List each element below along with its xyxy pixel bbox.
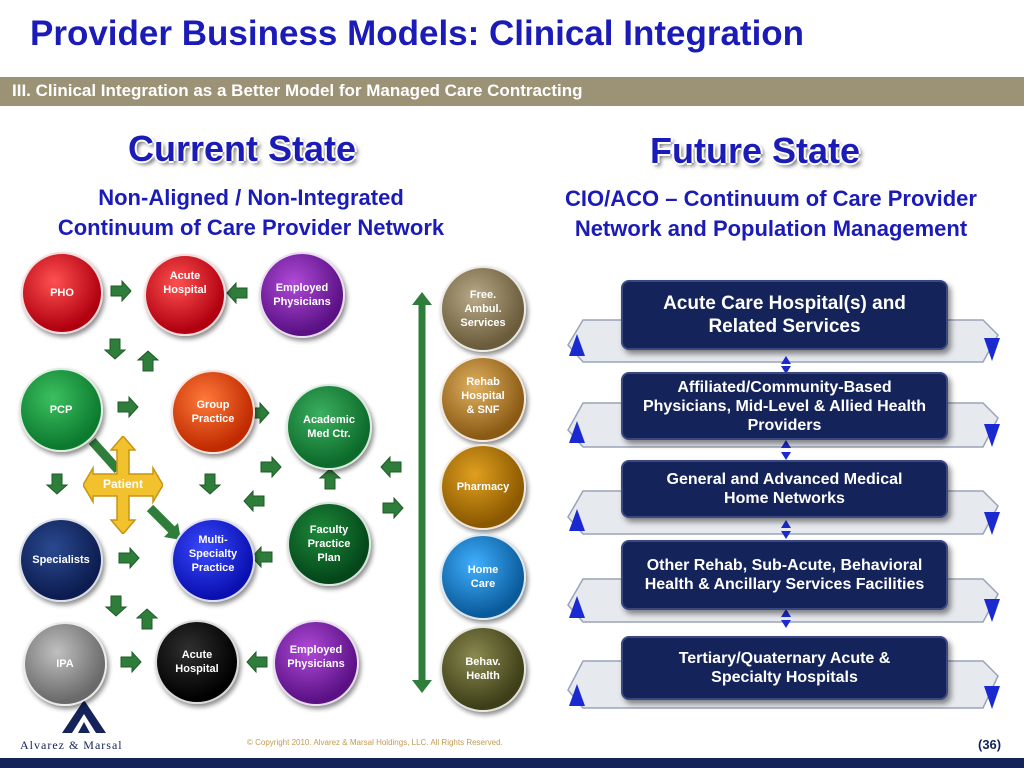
future-level-4-box: Other Rehab, Sub-Acute, Behavioral Healt…: [621, 540, 948, 610]
multi-specialty-practice-label: Multi-Specialty Practice: [188, 534, 238, 574]
arrow-down-icon: [199, 473, 221, 495]
future-level-1-label: Acute Care Hospital(s) and Related Servi…: [663, 293, 906, 337]
academic-med-ctr-label: Academic Med Ctr.: [303, 414, 355, 440]
faculty-practice-plan-label: Faculty Practice Plan: [307, 524, 351, 564]
pcp-label: PCP: [49, 404, 73, 416]
copyright-text: © Copyright 2010. Alvarez & Marsal Holdi…: [247, 738, 503, 747]
arrow-down-icon: [104, 338, 126, 360]
future-level-5-label: Tertiary/Quaternary Acute & Specialty Ho…: [678, 650, 891, 686]
ipa-label: IPA: [56, 658, 74, 670]
employed-physicians-label: Employed Physicians: [273, 282, 331, 308]
behav-health-node: Behav. Health: [440, 626, 526, 712]
arrow-right-icon: [118, 547, 140, 569]
current-state-heading: Current State: [128, 128, 357, 169]
arrow-left-icon: [251, 546, 273, 568]
patient-label: Patient: [102, 477, 143, 491]
multi-specialty-practice-node: Multi-Specialty Practice: [171, 518, 255, 602]
page-number: (36): [978, 737, 1002, 752]
page-title: Provider Business Models: Clinical Integ…: [30, 14, 805, 53]
patient-star-icon: [83, 436, 163, 534]
future-level-3-box: General and Advanced Medical Home Networ…: [621, 460, 948, 518]
free-ambul-services-node: Free. Ambul. Services: [440, 266, 526, 352]
patient-node: Patient: [83, 436, 163, 534]
current-subtitle-line2: Continuum of Care Provider Network: [57, 215, 445, 240]
future-level-2-box: Affiliated/Community-Based Physicians, M…: [621, 372, 948, 440]
arrow-down-icon: [46, 473, 68, 495]
future-level-3-label: General and Advanced Medical Home Networ…: [666, 471, 903, 507]
rehab-hospital-snf-label: Rehab Hospital & SNF: [461, 376, 505, 416]
pho-node: PHO: [21, 252, 103, 334]
academic-med-ctr-node: Academic Med Ctr.: [286, 384, 372, 470]
future-level-5-box: Tertiary/Quaternary Acute & Specialty Ho…: [621, 636, 948, 700]
future-state-heading: Future State: [650, 130, 861, 171]
arrow-right-icon: [120, 651, 142, 673]
future-subtitle-line2: Network and Population Management: [574, 216, 968, 241]
arrow-left-icon: [226, 282, 248, 304]
pcp-node: PCP: [19, 368, 103, 452]
free-ambul-services-label: Free. Ambul. Services: [460, 289, 506, 329]
section-band: III. Clinical Integration as a Better Mo…: [0, 77, 1024, 106]
current-subtitle-line1: Non-Aligned / Non-Integrated: [98, 185, 404, 210]
faculty-practice-plan-node: Faculty Practice Plan: [287, 502, 371, 586]
current-state-subtitle: Non-Aligned / Non-Integrated Continuum o…: [20, 183, 482, 243]
arrow-left-icon: [246, 651, 268, 673]
future-state-subtitle: CIO/ACO – Continuum of Care Provider Net…: [522, 184, 1020, 244]
specialists-label: Specialists: [32, 554, 90, 566]
arrow-up-icon: [319, 468, 341, 490]
arrow-down-icon: [105, 595, 127, 617]
future-level-2-label: Affiliated/Community-Based Physicians, M…: [642, 378, 927, 434]
acute-hospital-node-bottom: Acute Hospital: [155, 620, 239, 704]
footer-bar: [0, 758, 1024, 768]
group-practice-label: Group Practice: [191, 399, 235, 425]
arrow-right-icon: [260, 456, 282, 478]
future-level-4-label: Other Rehab, Sub-Acute, Behavioral Healt…: [644, 557, 925, 593]
rehab-hospital-snf-node: Rehab Hospital & SNF: [440, 356, 526, 442]
home-care-label: Home Care: [467, 564, 499, 590]
arrow-left-icon: [243, 490, 265, 512]
section-subtitle: III. Clinical Integration as a Better Mo…: [12, 81, 583, 100]
acute-hospital-node-top: Acute Hospital: [144, 254, 226, 336]
pharmacy-label: Pharmacy: [456, 481, 510, 493]
behav-health-label: Behav. Health: [465, 656, 501, 682]
alvarez-marsal-logo-icon: [62, 700, 106, 733]
home-care-node: Home Care: [440, 534, 526, 620]
group-practice-node: Group Practice: [171, 370, 255, 454]
arrow-up-icon: [137, 350, 159, 372]
arrow-right-icon: [110, 280, 132, 302]
arrow-right-icon: [117, 396, 139, 418]
pho-label: PHO: [50, 287, 74, 299]
future-subtitle-line1: CIO/ACO – Continuum of Care Provider: [565, 186, 977, 211]
arrow-right-icon: [382, 497, 404, 519]
blue-arrows: [569, 334, 1000, 709]
arrow-left-icon: [380, 456, 402, 478]
future-level-1-box: Acute Care Hospital(s) and Related Servi…: [621, 280, 948, 350]
employed-physicians-bottom-label: Employed Physicians: [287, 644, 345, 670]
employed-physicians-node-top: Employed Physicians: [259, 252, 345, 338]
employed-physicians-node-bottom: Employed Physicians: [273, 620, 359, 706]
specialists-node: Specialists: [19, 518, 103, 602]
company-logo-text: Alvarez & Marsal: [20, 738, 123, 752]
acute-hospital-label: Acute Hospital: [163, 270, 207, 296]
pharmacy-node: Pharmacy: [440, 444, 526, 530]
arrow-up-icon: [136, 608, 158, 630]
ipa-node: IPA: [23, 622, 107, 706]
acute-hospital-bottom-label: Acute Hospital: [175, 649, 219, 675]
